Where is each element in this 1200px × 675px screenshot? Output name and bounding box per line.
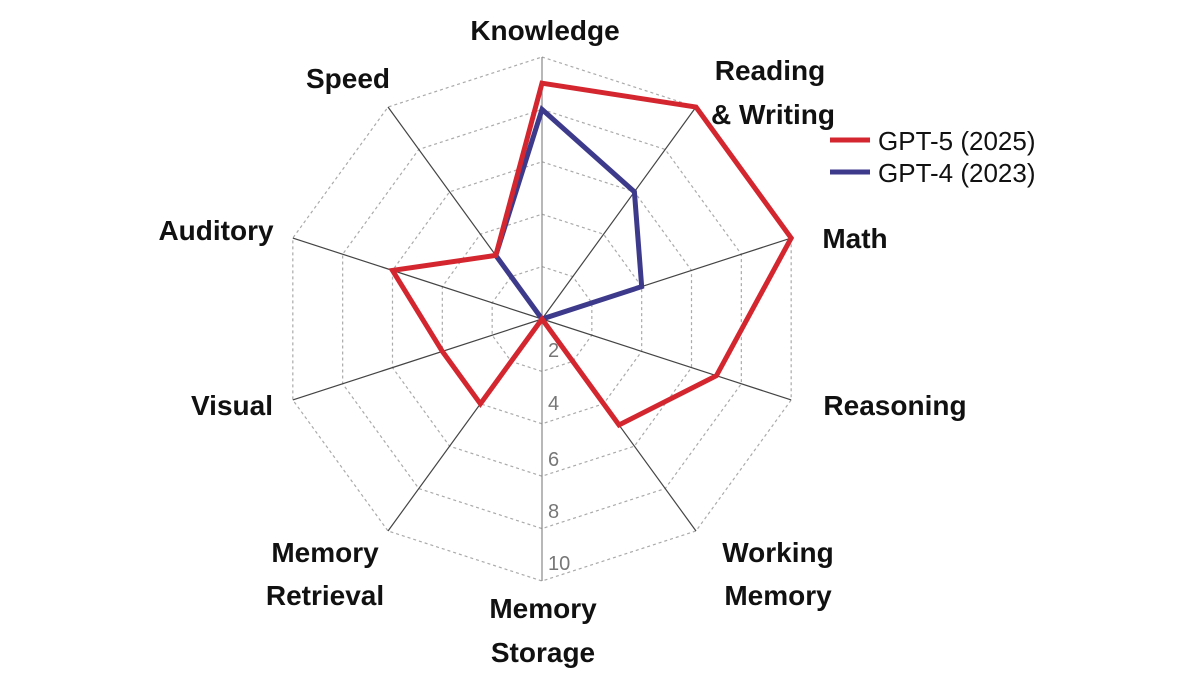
series bbox=[388, 80, 795, 429]
axis-label: Memory bbox=[271, 537, 379, 568]
axis-label: Auditory bbox=[158, 215, 274, 246]
legend-label: GPT-5 (2025) bbox=[878, 126, 1036, 156]
axis-label: Reading bbox=[715, 55, 825, 86]
tick-label: 10 bbox=[548, 553, 570, 575]
axis-label: Memory bbox=[489, 593, 597, 624]
axis-line bbox=[541, 106, 697, 320]
axis-line bbox=[292, 318, 543, 401]
series-polygon bbox=[388, 80, 795, 429]
axis-label: & Writing bbox=[711, 99, 835, 130]
tick-label: 4 bbox=[548, 393, 559, 415]
tick-label: 2 bbox=[548, 340, 559, 362]
axis-label: Storage bbox=[491, 637, 595, 668]
series-polygon bbox=[493, 104, 645, 322]
legend-label: GPT-4 (2023) bbox=[878, 158, 1036, 188]
axis-label: Reasoning bbox=[823, 390, 966, 421]
legend: GPT-5 (2025)GPT-4 (2023) bbox=[830, 126, 1036, 188]
axis-line bbox=[292, 237, 543, 320]
axis-label: Knowledge bbox=[470, 15, 619, 46]
tick-label: 6 bbox=[548, 449, 559, 471]
axis-line bbox=[541, 318, 792, 401]
tick-labels: 2 4 6 8 10 bbox=[548, 340, 570, 575]
axis-label: Memory bbox=[724, 580, 832, 611]
tick-label: 8 bbox=[548, 501, 559, 523]
axis-label: Math bbox=[822, 223, 887, 254]
axis-label: Retrieval bbox=[266, 580, 384, 611]
axis-label: Speed bbox=[306, 63, 390, 94]
axis-label: Working bbox=[722, 537, 833, 568]
axis-label: Visual bbox=[191, 390, 273, 421]
